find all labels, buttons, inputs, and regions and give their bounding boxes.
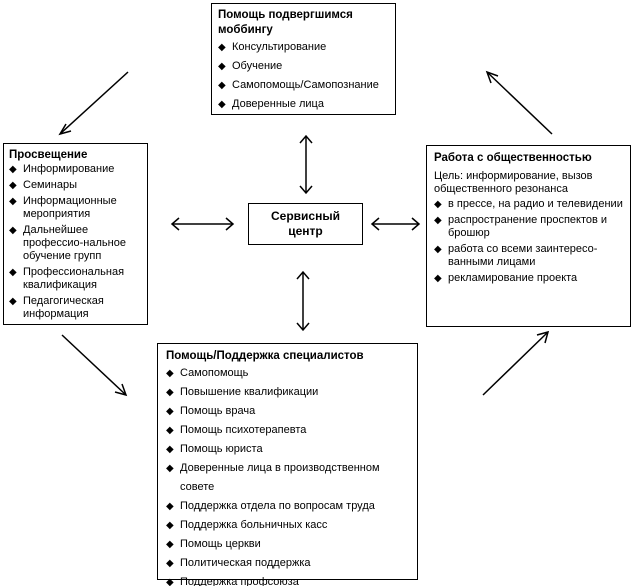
box-service-center: Сервисный центр xyxy=(248,203,363,245)
box-education: Просвещение Информирование Семинары Инфо… xyxy=(3,143,148,325)
list-item: Поддержка профсоюза xyxy=(166,573,409,586)
box-service-center-title: Сервисный центр xyxy=(271,209,340,238)
box-specialist-support: Помощь/Поддержка специалистов Самопомощь… xyxy=(157,343,418,586)
list-item: Консультирование xyxy=(218,38,389,57)
box-mobbing-help: Помощь подвергшимся моббингу Консультиро… xyxy=(211,3,396,115)
box-specialist-support-list: Самопомощь Повышение квалификации Помощь… xyxy=(166,364,409,586)
list-item: Самопомощь/Самопознание xyxy=(218,76,389,95)
list-item: Педагогическая информация xyxy=(9,295,142,321)
box-specialist-support-title: Помощь/Поддержка специалистов xyxy=(166,350,364,362)
list-item: Помощь врача xyxy=(166,402,409,421)
list-item: Семинары xyxy=(9,179,142,192)
list-item: Доверенные лица xyxy=(218,95,389,114)
list-item: распространение проспектов и брошюр xyxy=(434,214,623,240)
list-item: Информационные мероприятия xyxy=(9,195,142,221)
box-public-relations-list: в прессе, на радио и телевидении распрос… xyxy=(434,198,623,285)
box-public-relations-intro: Цель: информирование, вызов общественног… xyxy=(434,170,593,195)
list-item: Повышение квалификации xyxy=(166,383,409,402)
list-item: рекламирование проекта xyxy=(434,272,623,285)
arrow-top-to-left xyxy=(58,71,129,136)
list-item: Самопомощь xyxy=(166,364,409,383)
box-education-title: Просвещение xyxy=(9,149,88,161)
list-item: Поддержка больничных касс xyxy=(166,516,409,535)
box-mobbing-help-title: Помощь подвергшимся моббингу xyxy=(218,9,353,36)
box-mobbing-help-list: Консультирование Обучение Самопомощь/Сам… xyxy=(218,38,389,114)
list-item: Помощь психотерапевта xyxy=(166,421,409,440)
list-item: Дальнейшее профессио-нальное обучение гр… xyxy=(9,224,142,263)
list-item: в прессе, на радио и телевидении xyxy=(434,198,623,211)
double-arrow-center-bottom xyxy=(296,270,310,332)
list-item: Помощь церкви xyxy=(166,535,409,554)
list-item: Поддержка отдела по вопросам труда xyxy=(166,497,409,516)
arrow-right-to-top xyxy=(485,70,553,135)
list-item: Помощь юриста xyxy=(166,440,409,459)
arrow-left-to-bottom xyxy=(61,334,128,397)
list-item: работа со всеми заинтересо-ванными лицам… xyxy=(434,243,623,269)
box-education-list: Информирование Семинары Информационные м… xyxy=(9,163,142,321)
list-item: Профессиональная квалификация xyxy=(9,266,142,292)
list-item: Политическая поддержка xyxy=(166,554,409,573)
box-public-relations: Работа с общественностью Цель: информиро… xyxy=(426,145,631,327)
list-item: Информирование xyxy=(9,163,142,176)
double-arrow-center-top xyxy=(299,134,313,195)
double-arrow-center-right xyxy=(370,217,421,231)
arrow-bottom-to-right xyxy=(482,330,550,396)
double-arrow-center-left xyxy=(170,217,235,231)
box-public-relations-title: Работа с общественностью xyxy=(434,152,592,164)
list-item: Обучение xyxy=(218,57,389,76)
list-item: Доверенные лица в производственном совет… xyxy=(166,459,409,497)
